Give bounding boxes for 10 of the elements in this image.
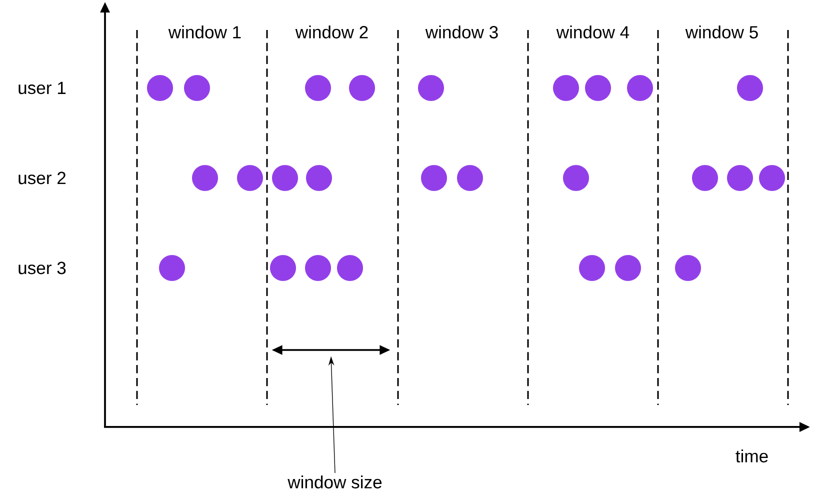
window-label: window 3 bbox=[425, 26, 498, 38]
window-label: window 5 bbox=[685, 26, 758, 38]
axis-label: time bbox=[736, 450, 768, 462]
user-label: user 3 bbox=[18, 262, 66, 274]
window-label: window 4 bbox=[556, 26, 630, 38]
user-label: user 1 bbox=[18, 82, 66, 94]
user-label: user 2 bbox=[18, 172, 66, 184]
window-label: window 1 bbox=[168, 26, 241, 38]
caption-text: window size bbox=[288, 476, 382, 488]
window-label: window 2 bbox=[295, 26, 368, 38]
